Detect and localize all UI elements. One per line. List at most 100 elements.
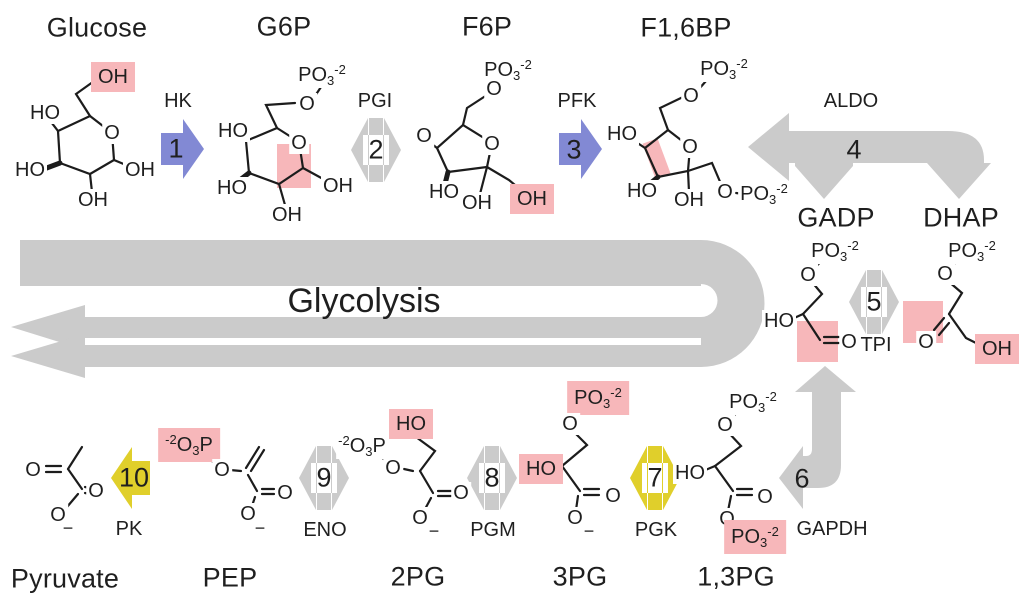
enzyme-eno: ENO [303,519,347,541]
pyruvate-minus: − [62,518,74,538]
title-f16bp: F1,6BP [640,12,732,43]
f16bp-ho-left: HO [605,123,639,145]
glycolysis-return-upper-arrow [11,305,701,350]
pk-arrow [111,447,150,509]
enzyme-pgm: PGM [470,519,516,541]
2pg-phosphate: -2O3P [336,433,388,459]
g6p-phosphate: PO3-2 [296,62,348,88]
f16bp-phosphate-bottom: PO3-2 [738,181,790,207]
glycolysis-label: Glycolysis [287,282,441,320]
f6p-o-chain: O [484,78,504,100]
dhap-o-chain: O [935,263,955,285]
3pg-minus: − [583,521,595,541]
2pg-o-minus: O [410,507,430,529]
f16bp-oh-bottom: OH [672,189,706,211]
step-number-10: 10 [118,462,150,493]
bpg-o-top: O [715,414,735,436]
aldo-arrow [748,113,991,199]
pyruvate-keto-o-left: O [23,459,43,481]
step-number-6: 6 [794,463,810,494]
enzyme-pgk: PGK [634,519,678,541]
step-number-1: 1 [168,133,184,164]
glycolysis-u-turn [701,240,765,367]
f6p-oh-c1: OH [510,184,554,214]
title-2pg: 2PG [390,561,446,592]
glucose-oh-c6: OH [91,62,135,92]
title-g6p: G6P [256,11,312,42]
bpg-phosphate-top: PO3-2 [727,389,779,415]
gadp-aldehyde-o: O [839,331,859,353]
g6p-ho-c3: HO [215,177,249,199]
big-glycolysis-arrow [11,240,765,378]
eno-arrow [299,446,349,510]
enzyme-aldo: ALDO [823,90,879,112]
f16bp-ho-bottom: HO [625,180,659,202]
glucose-oh-c2: OH [76,189,110,211]
glycolysis-top-bar [20,240,701,286]
f16bp-ring-o: O [680,136,700,158]
glucose-oh-c1: OH [123,159,157,181]
glucose-ho-c4: HO [28,102,62,124]
f16bp-o-top: O [681,85,701,107]
step-number-3: 3 [566,134,582,165]
pep-keto-o: O [275,482,295,504]
gapdh-arrow [779,366,856,509]
bpg-phosphate-bottom: PO3-2 [724,520,786,554]
enzyme-pfk: PFK [557,90,597,112]
bpg-keto-o: O [755,486,775,508]
title-13pg: 1,3PG [697,561,775,592]
g6p-oh-c1: OH [321,175,355,197]
title-f6p: F6P [461,11,513,42]
title-3pg: 3PG [552,561,608,592]
pgi-arrow [351,118,401,182]
pep-minus: − [254,518,266,538]
glucose-ho-c3: HO [13,159,47,181]
step-number-8: 8 [484,462,500,493]
enzyme-pk: PK [115,518,143,540]
glycolysis-return-lower-arrow [11,334,701,378]
f6p-ho-c3: HO [427,181,461,203]
g6p-ring-o: O [289,132,309,154]
hk-arrow [161,119,204,179]
f6p-ring-o: O [482,133,502,155]
pyruvate-o-minus: O [48,504,68,526]
pgm-arrow [467,446,517,510]
enzyme-tpi: TPI [860,334,892,356]
dhap-keto-o: O [916,331,936,353]
enzyme-pgi: PGI [357,90,393,112]
3pg-ho: HO [519,454,563,484]
pep-o-minus: O [238,503,258,525]
3pg-o-top: O [560,413,580,435]
3pg-keto-o: O [603,485,623,507]
2pg-o: O [383,457,403,479]
step-number-9: 9 [316,462,332,493]
step-number-5: 5 [866,286,882,317]
gadp-ho: HO [762,310,796,332]
reaction-arrows [111,113,991,510]
g6p-o-chain: O [297,93,317,115]
gadp-phosphate: PO3-2 [809,238,861,264]
f16bp-o-bottom: O [715,181,735,203]
title-dhap: DHAP [923,202,999,233]
gadp-aldehyde-highlight [797,321,838,362]
glucose-ring-o: O [102,122,122,144]
title-pep: PEP [202,562,258,593]
2pg-minus: − [428,521,440,541]
g6p-ho-c4: HO [216,120,250,142]
pep-o: O [212,459,232,481]
f16bp-bond-highlight [642,138,671,179]
f16bp-phosphate-top: PO3-2 [698,56,750,82]
2pg-ho: HO [389,409,433,439]
enzyme-gapdh: GAPDH [796,518,868,540]
gadp-o-chain: O [798,264,818,286]
pgk-arrow [630,446,680,510]
dhap-oh: OH [975,334,1019,364]
title-gadp: GADP [797,202,875,233]
f6p-o-left: O [414,125,434,147]
pyruvate-keto-o-right: O [86,480,106,502]
step-number-4: 4 [846,134,862,165]
2pg-keto-o: O [451,482,471,504]
f6p-oh-c2: OH [460,192,494,214]
